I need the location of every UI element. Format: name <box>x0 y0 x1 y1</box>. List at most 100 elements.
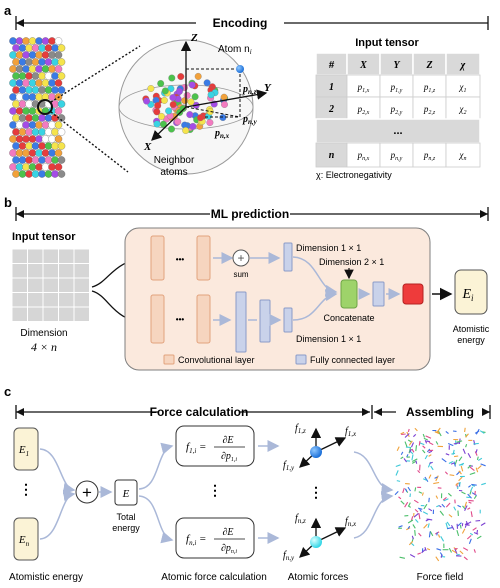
force-field-arrow <box>473 531 479 535</box>
neighbor-atom <box>154 102 162 110</box>
force-field-arrow <box>480 522 486 526</box>
crystal-atom <box>22 79 30 87</box>
force-field-arrow <box>422 433 426 438</box>
crystal-atom <box>41 65 50 73</box>
force-field-arrow <box>451 452 456 455</box>
grid-cell <box>73 263 90 279</box>
force-field-arrow <box>468 484 472 488</box>
conv-layer-lower-1 <box>150 294 165 344</box>
crystal-atom <box>15 79 24 87</box>
force-field-arrow <box>418 440 421 446</box>
force-field-arrow <box>435 431 440 434</box>
crystal-atom <box>18 72 27 80</box>
force-field-arrow <box>464 522 468 528</box>
fnz-label: fn,z <box>295 513 306 525</box>
force-field-arrow <box>394 491 399 496</box>
force-field-arrow <box>468 538 472 544</box>
atom-ni <box>236 65 244 73</box>
crystal-atom <box>31 142 40 150</box>
force-field-arrow <box>457 504 462 508</box>
grid-cell <box>42 292 59 308</box>
force-field-arrow <box>407 519 414 524</box>
grid-cell <box>27 277 44 293</box>
crystal-atom <box>18 44 27 52</box>
crystal-atom <box>25 100 33 108</box>
table-cell-text: p2,z <box>423 104 436 116</box>
dimension-value: 4 × n <box>31 340 57 354</box>
force-field-arrow <box>411 448 415 453</box>
crystal-atom <box>51 58 59 66</box>
table-ellipsis-text: ... <box>393 125 402 137</box>
force-field-arrow <box>469 466 475 472</box>
force-field-arrow <box>464 501 468 508</box>
force-field-arrow <box>439 552 443 557</box>
force-field-arrow <box>400 451 404 455</box>
crystal-atom <box>41 79 50 87</box>
crystal-atom <box>12 156 20 164</box>
crystal-atom <box>15 65 24 73</box>
table-cell-text: p2,x <box>357 104 370 116</box>
neighbor-atom <box>177 73 185 81</box>
grid-cell <box>11 263 28 279</box>
table-header-text: Y <box>393 60 400 71</box>
force-field-arrow <box>412 524 416 529</box>
crystal-atom <box>54 107 63 115</box>
force-field-arrow <box>413 512 419 518</box>
force-field-arrow <box>408 440 413 446</box>
dimension-1x1-bottom: Dimension 1 × 1 <box>296 334 361 344</box>
legend-fc-label: Fully connected layer <box>310 355 395 365</box>
crystal-atom <box>28 79 37 87</box>
force-field-arrow <box>473 549 476 553</box>
fc-layer-final <box>372 281 385 307</box>
crystal-atom <box>25 86 33 94</box>
force-field-arrow <box>401 433 406 436</box>
force-field-arrow <box>417 470 421 474</box>
force-field-arrow <box>422 478 428 481</box>
crystal-atom <box>22 51 30 59</box>
table-cell-text: p1,y <box>390 82 403 94</box>
force-field-arrow <box>456 440 463 443</box>
en-label: En <box>18 534 30 548</box>
table-cell <box>379 142 414 168</box>
force-field-arrow <box>465 444 468 448</box>
legend-conv-swatch <box>163 354 175 365</box>
force-field-arrow <box>459 481 461 486</box>
table-cell-text: n <box>329 150 335 161</box>
total-energy-symbol: E <box>122 488 130 500</box>
dimension-1x1-top: Dimension 1 × 1 <box>296 243 361 253</box>
force-field-arrow <box>414 487 417 492</box>
crystal-atom <box>44 114 53 122</box>
force-field-arrow <box>428 531 431 538</box>
grid-cell <box>27 263 44 279</box>
en-to-sum-arrow <box>39 489 76 540</box>
p-ny-label: pn,y <box>242 114 258 126</box>
fnx-label: fn,x <box>345 516 357 528</box>
force-field-arrow <box>455 482 459 486</box>
crystal-atom <box>31 128 40 136</box>
force-field-arrow <box>411 461 416 464</box>
crystal-atom <box>51 44 59 52</box>
force-field-arrow <box>435 441 439 445</box>
atomistic-energy-label-1: Atomistic <box>453 324 490 334</box>
force-field-arrow <box>400 500 405 505</box>
neighbor-atom <box>194 72 202 80</box>
e1-to-sum-arrow <box>39 448 76 495</box>
table-header-text: X <box>359 60 367 71</box>
force-field-arrow <box>428 450 433 454</box>
neighbor-atom <box>147 85 155 92</box>
force-field-arrow <box>407 428 410 433</box>
force-field-arrow <box>468 499 474 502</box>
crystal-atom <box>12 72 20 80</box>
fc-layer-lower-out <box>283 307 293 333</box>
crystal-atom <box>18 128 27 136</box>
total-energy-label-2: energy <box>112 523 140 533</box>
crystal-atom <box>41 51 50 59</box>
crystal-atom <box>44 86 53 94</box>
crystal-atom <box>12 58 20 66</box>
neighbor-atom <box>206 119 214 127</box>
sum-node <box>232 249 250 267</box>
crystal-atom <box>25 142 33 150</box>
force-field-arrow <box>427 523 430 528</box>
zoom-line-top <box>50 45 141 103</box>
